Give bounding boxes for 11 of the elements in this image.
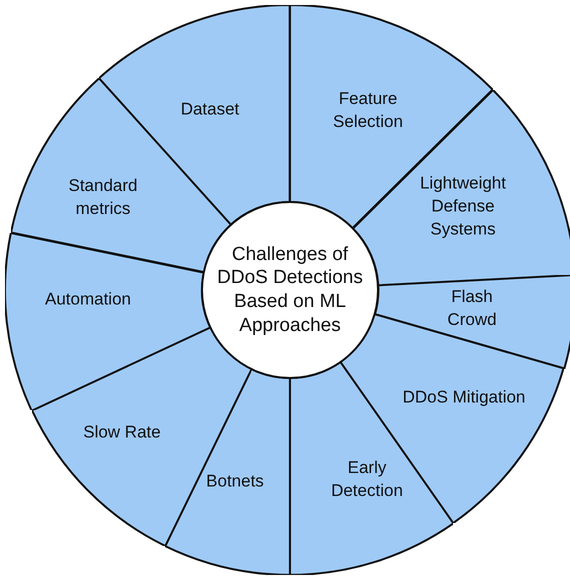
center-title: Challenges of DDoS Detections Based on ML Approaches: [216, 242, 364, 338]
sector-label: Dataset: [180, 98, 240, 121]
sector-label: Standard metrics: [67, 175, 138, 220]
sector-label: Botnets: [205, 470, 265, 493]
sector-label: Slow Rate: [82, 422, 162, 444]
sector-label: DDoS Mitigation: [402, 386, 526, 409]
sector-label: Automation: [44, 288, 132, 311]
sector-label: Early Detection: [330, 457, 404, 502]
sector-label: Flash Crowd: [446, 286, 498, 331]
sector-label: Lightweight Defense Systems: [418, 172, 507, 240]
sector-label: Feature Selection: [332, 88, 404, 133]
